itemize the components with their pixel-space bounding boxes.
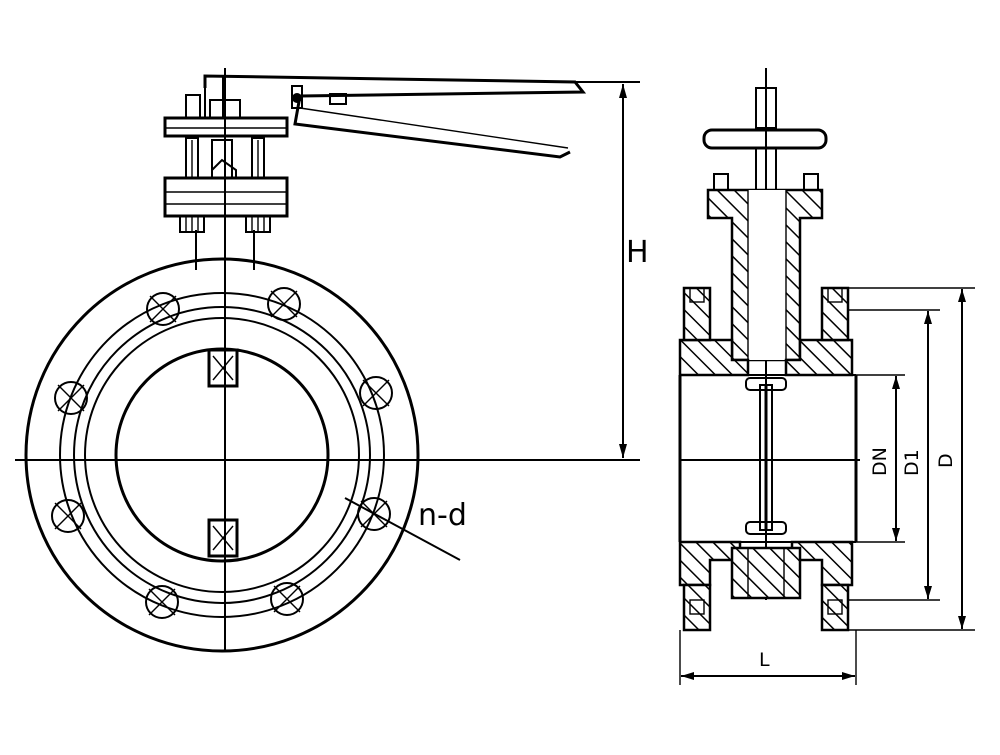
bolt-hole	[270, 582, 304, 616]
stem-top	[755, 87, 777, 129]
bore-circle	[114, 347, 330, 563]
body-lower-left	[678, 540, 742, 587]
mounting-bolt-right	[245, 215, 271, 233]
bolt-hole	[51, 499, 85, 533]
raised-face-inner-circle	[84, 317, 360, 593]
bolt-holes	[51, 287, 393, 619]
length-label: L	[759, 649, 770, 671]
bolt-circle	[59, 292, 385, 618]
flange-bottom-left	[682, 583, 712, 632]
top-block-left	[185, 94, 201, 119]
lower-shaft-block	[207, 518, 239, 558]
gland-bolt-right	[803, 173, 819, 191]
bolt-hole-label: n-d	[418, 498, 467, 533]
outer-flange-circle	[24, 257, 420, 653]
disc-hub-top	[745, 377, 787, 391]
flange-top-right	[820, 286, 850, 342]
stem-nut	[211, 158, 237, 179]
mounting-bolt-left	[179, 215, 205, 233]
bolt-hole-leader	[344, 497, 461, 561]
side-view: DN D1 D L	[678, 68, 975, 685]
d1-label: D1	[901, 449, 923, 476]
flange-top-left	[682, 286, 712, 342]
bolt-hole	[146, 292, 180, 326]
handwheel-plate	[702, 128, 828, 150]
lower-bushing	[730, 546, 802, 600]
bolt-hole	[359, 376, 393, 410]
top-block-center	[209, 99, 241, 119]
d-label: D	[935, 453, 957, 468]
raised-face-circle	[73, 306, 371, 604]
flange-bottom-right	[820, 583, 850, 632]
gland-bolt-left	[713, 173, 729, 191]
upper-shaft-block	[207, 348, 239, 388]
dn-label: DN	[869, 447, 891, 476]
bolt-hole	[54, 381, 88, 415]
front-view: n-d	[15, 68, 649, 653]
height-label: H	[626, 235, 649, 270]
bolt-hole	[145, 585, 179, 619]
disc-hub-bottom	[745, 521, 787, 535]
bolt-hole	[267, 287, 301, 321]
